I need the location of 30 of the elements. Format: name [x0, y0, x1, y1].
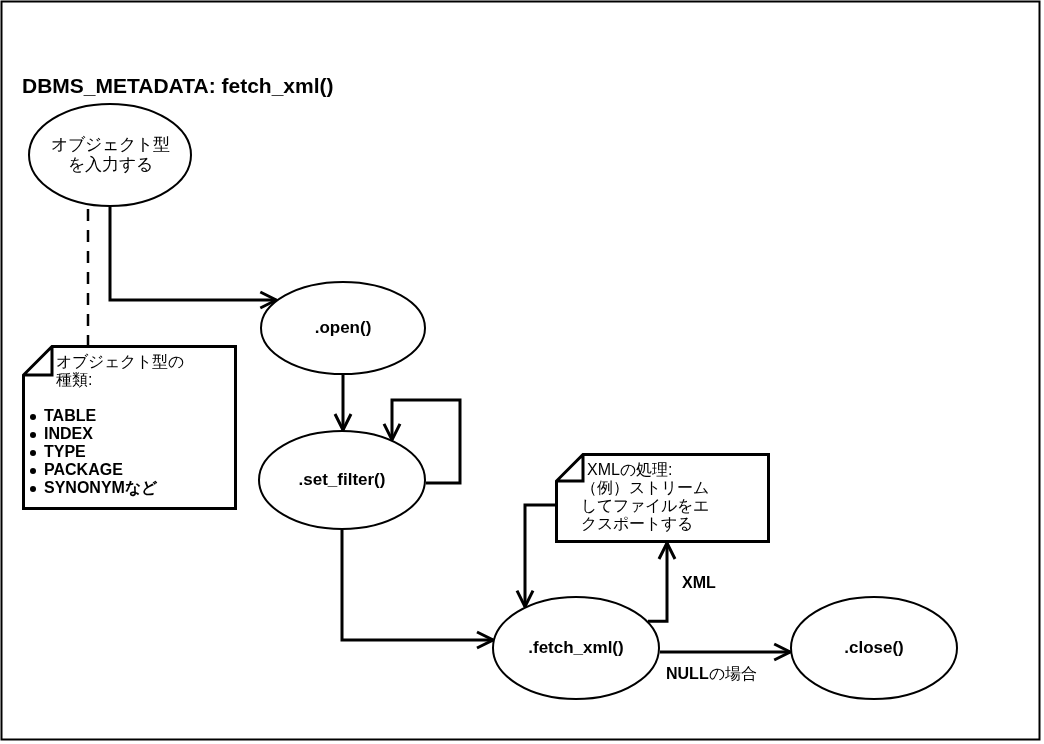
- edge-label: NULLの場合: [664, 664, 759, 685]
- list-item: SYNONYMなど: [44, 479, 157, 497]
- node-label: .set_filter(): [298, 470, 386, 490]
- note-text: XMLの処理:: [587, 461, 674, 479]
- ellipse-node: [492, 596, 660, 700]
- list-item: TYPE: [44, 443, 86, 461]
- arrow: [382, 398, 462, 485]
- arrow: [108, 207, 278, 310]
- ellipse-node: [260, 281, 426, 375]
- arrow: [648, 541, 677, 623]
- arrow: [660, 642, 792, 662]
- list-item: TABLE: [44, 407, 97, 425]
- note-box: [555, 453, 770, 543]
- ellipse-node: [28, 103, 192, 207]
- node-label: .open(): [314, 318, 372, 338]
- note-text: オブジェクト型の種類:: [56, 353, 185, 389]
- list-item: INDEX: [44, 425, 93, 443]
- arrow: [340, 530, 495, 650]
- node-label: オブジェクト型を入力する: [50, 135, 170, 175]
- node-label: .close(): [844, 638, 904, 658]
- diagram-title: DBMS_METADATA: fetch_xml(): [22, 74, 334, 98]
- list-item: PACKAGE: [44, 461, 123, 479]
- arrow: [333, 375, 353, 432]
- note-box: [22, 345, 237, 510]
- ellipse-node: [258, 430, 426, 530]
- ellipse-node: [790, 596, 958, 700]
- node-label: .fetch_xml(): [528, 638, 624, 658]
- dashed-line: [86, 209, 90, 345]
- note-text: （例）ストリームしてファイルをエクスポートする: [581, 479, 710, 533]
- arrow: [515, 503, 555, 609]
